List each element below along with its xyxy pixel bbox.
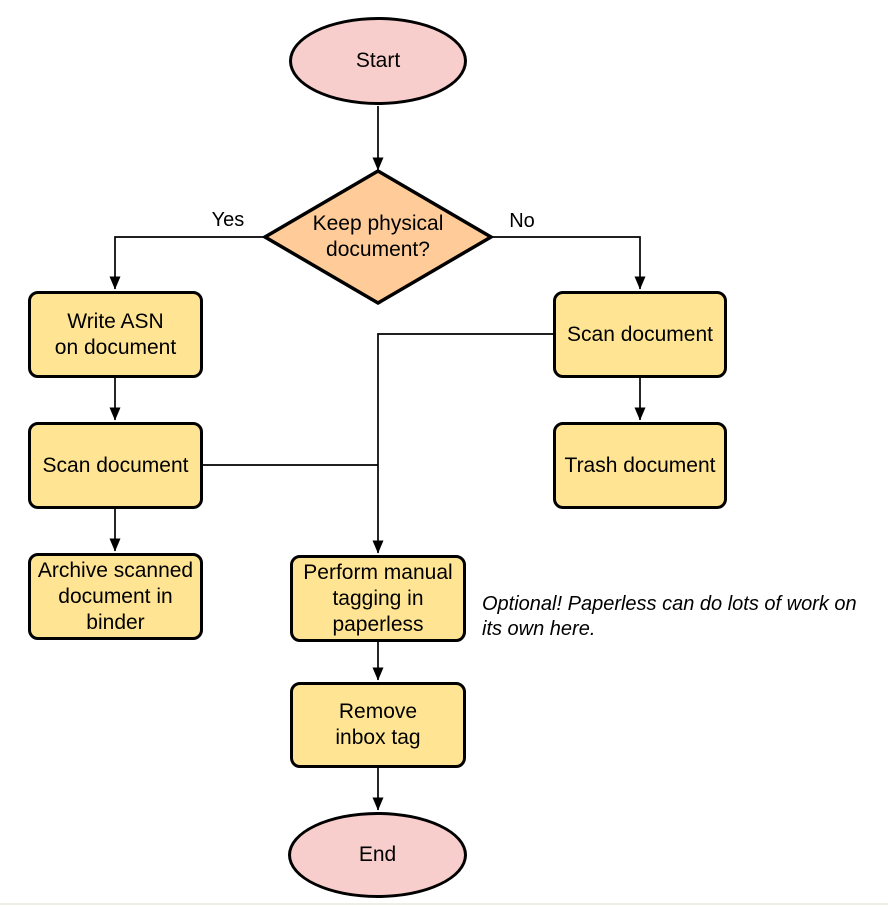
scan-document-left-label: Scan document xyxy=(42,453,189,477)
edge-decision-no-to-scan-right xyxy=(491,236,646,290)
scan-document-left-node: Scan document xyxy=(28,422,203,509)
canvas-bottom-edge xyxy=(0,903,888,905)
optional-note: Optional! Paperless can do lots of work … xyxy=(482,593,857,640)
archive-node: Archive scanned document in binder xyxy=(28,553,203,640)
scan-document-right-label: Scan document xyxy=(567,322,713,346)
trash-document-node: Trash document xyxy=(553,422,727,509)
remove-inbox-tag-node: Remove inbox tag xyxy=(290,682,466,768)
edge-decision-yes-to-write-asn xyxy=(109,236,265,290)
perform-tagging-label: Perform manual tagging in paperless xyxy=(303,560,453,636)
edge-scan-right-to-perform xyxy=(372,333,553,554)
end-label: End xyxy=(358,843,397,866)
decision-diamond-shape xyxy=(261,168,495,306)
remove-inbox-tag-label: Remove inbox tag xyxy=(335,700,421,749)
yes-edge-label: Yes xyxy=(211,209,245,231)
write-asn-node: Write ASN on document xyxy=(28,291,203,378)
archive-label: Archive scanned document in binder xyxy=(37,558,194,634)
no-edge-label: No xyxy=(509,210,535,232)
start-label: Start xyxy=(355,49,401,72)
perform-tagging-node: Perform manual tagging in paperless xyxy=(290,555,466,642)
scan-document-right-node: Scan document xyxy=(553,291,727,378)
write-asn-label: Write ASN on document xyxy=(54,309,177,359)
decision-node: Keep physical document? xyxy=(261,167,495,307)
start-node: Start xyxy=(289,17,467,105)
trash-document-label: Trash document xyxy=(564,453,716,477)
end-node: End xyxy=(288,812,467,898)
